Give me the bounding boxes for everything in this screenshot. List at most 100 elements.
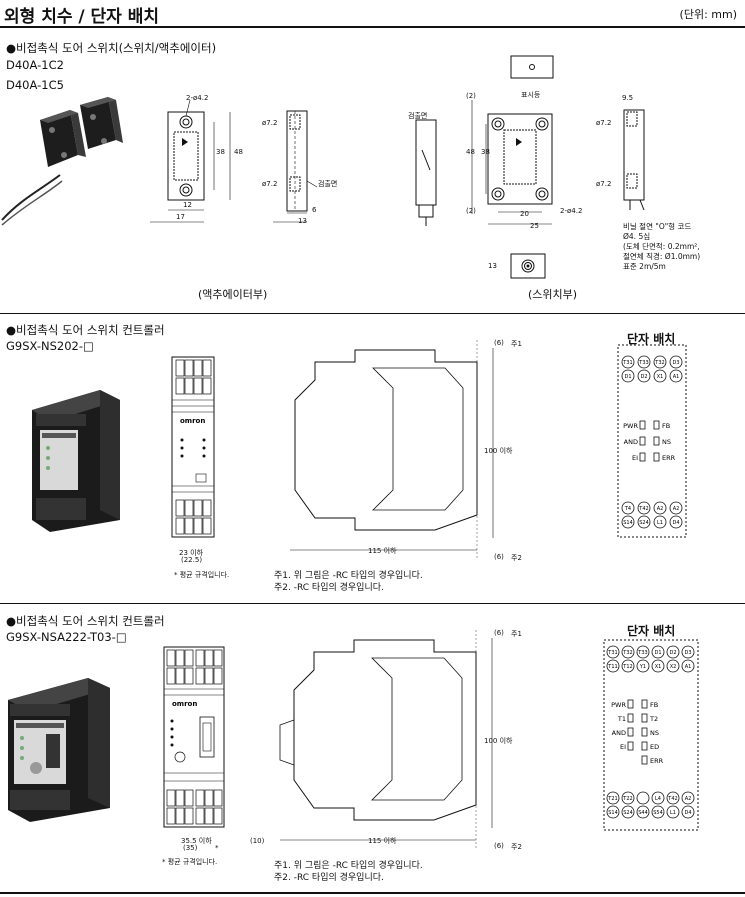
terminal-circle [651, 659, 665, 673]
avg-note: * 평균 규격입니다. [174, 571, 230, 579]
terminal-circle [621, 355, 635, 369]
dim-switch-48: 48 [466, 148, 475, 156]
note1-tag: 주1 [511, 630, 522, 638]
page-title: 외형 치수 / 단자 배치 [4, 7, 160, 27]
indicator-label: 표시등 [521, 91, 541, 99]
note-line: 주1. 위 그림은 -RC 타입의 경우입니다. [274, 861, 423, 871]
terminal-label: D4 [672, 520, 679, 526]
led-indicator [639, 452, 646, 462]
note-line: 주2. -RC 타입의 경우입니다. [274, 583, 384, 593]
terminal-circle [621, 805, 635, 819]
switch-caption: (스위치부) [528, 288, 578, 301]
terminal-circle [653, 515, 667, 529]
terminal-circle [669, 515, 683, 529]
led-indicator [639, 436, 646, 446]
note1-tag: 주1 [511, 340, 522, 348]
led-label: PWR [623, 422, 638, 430]
section3-model: G9SX-NSA222-T03-□ [6, 630, 127, 644]
terminal-circle [681, 791, 695, 805]
terminal-label: X2 [670, 664, 677, 670]
terminal-circle [681, 805, 695, 819]
led-label: AND [624, 438, 638, 446]
terminal-circle [621, 645, 635, 659]
terminal-label: S24 [639, 520, 649, 526]
terminal-circle [621, 791, 635, 805]
led-label: ED [650, 743, 659, 751]
terminal-title-3: 단자 배치 [627, 624, 676, 638]
led-indicator [641, 755, 648, 765]
terminal-circle [637, 369, 651, 383]
terminal-circle [681, 659, 695, 673]
section2-model: G9SX-NS202-□ [6, 339, 94, 353]
terminal-label: D3 [684, 650, 691, 656]
led-indicator [653, 420, 660, 430]
terminal-circle [637, 515, 651, 529]
terminal-label: T42 [667, 796, 677, 802]
dim-actuator-48: 48 [234, 148, 243, 156]
terminal-circle [681, 645, 695, 659]
terminal-circle [637, 501, 651, 515]
led-indicator [641, 741, 648, 751]
terminal-label: L1 [670, 810, 676, 816]
switch-front-view [471, 100, 553, 225]
controller-side-view-2 [279, 630, 493, 848]
terminal-label: A1 [685, 664, 692, 670]
terminal-label: T12 [622, 664, 632, 670]
dim-width-35: (35) [183, 844, 198, 852]
terminal-label: A2 [657, 506, 664, 512]
terminal-circle [651, 805, 665, 819]
terminal-label: T42 [638, 506, 648, 512]
terminal-label: D1 [624, 374, 631, 380]
note2-tag: 주2 [511, 843, 522, 851]
cable-note-line: Ø4. 5심 [623, 232, 651, 241]
terminal-circle [653, 501, 667, 515]
terminal-label: S44 [638, 810, 648, 816]
dim-actuator-12: 12 [183, 201, 192, 209]
dim-actuator-holes: 2-ø4.2 [186, 94, 209, 102]
actuator-side-view [273, 110, 318, 223]
led-label: ERR [650, 757, 664, 765]
terminal-circle [606, 659, 620, 673]
note2-dim: (6) [494, 842, 504, 850]
dim-switch-2-bot: (2) [466, 207, 476, 215]
dim-switch-2-top: (2) [466, 92, 476, 100]
section1-model-2: D40A-1C5 [6, 78, 64, 92]
led-label: FB [662, 422, 670, 430]
dim-switch-38: 38 [481, 148, 490, 156]
terminal-circle [636, 659, 650, 673]
terminal-circle [669, 355, 683, 369]
switch-top-view [510, 55, 554, 79]
controller-front-view-2: omron [163, 646, 225, 828]
dim-height-100: 100 이하 [484, 447, 513, 455]
actuator-caption: (액추에이터부) [198, 288, 268, 301]
led-label: EI [632, 454, 638, 462]
terminal-circle [621, 659, 635, 673]
terminal-label: X1 [657, 374, 664, 380]
controller-photo-2 [8, 678, 110, 822]
dim-width-22-5: (22.5) [181, 556, 203, 564]
section2-notes: 주1. 위 그림은 -RC 타입의 경우입니다. 주2. -RC 타입의 경우입… [274, 570, 423, 594]
terminal-label: T21 [607, 796, 617, 802]
led-label: NS [650, 729, 659, 737]
switch-perspective [415, 119, 437, 226]
section-divider [0, 603, 745, 604]
dim-switch-holes: 2-ø4.2 [560, 207, 583, 215]
terminal-circle [636, 805, 650, 819]
dim-width-35-5: 35.5 이하 [181, 837, 212, 845]
terminal-label: A1 [673, 374, 680, 380]
terminal-label: D4 [684, 810, 691, 816]
terminal-circle [666, 659, 680, 673]
section1-model-1: D40A-1C2 [6, 58, 64, 72]
terminal-label: S24 [623, 810, 633, 816]
led-label: T2 [649, 715, 658, 723]
note1-dim: (6) [494, 339, 504, 347]
section3-notes: 주1. 위 그림은 -RC 타입의 경우입니다. 주2. -RC 타입의 경우입… [274, 860, 423, 884]
dim-actuator-6: 6 [312, 206, 317, 214]
note-line: 주2. -RC 타입의 경우입니다. [274, 873, 384, 883]
switch-side-view [623, 109, 645, 211]
led-label: EI [620, 743, 626, 751]
dim-width-23: 23 이하 [179, 549, 204, 557]
led-indicator [653, 452, 660, 462]
dim-10: (10) [250, 837, 265, 845]
header-rule [0, 26, 745, 28]
